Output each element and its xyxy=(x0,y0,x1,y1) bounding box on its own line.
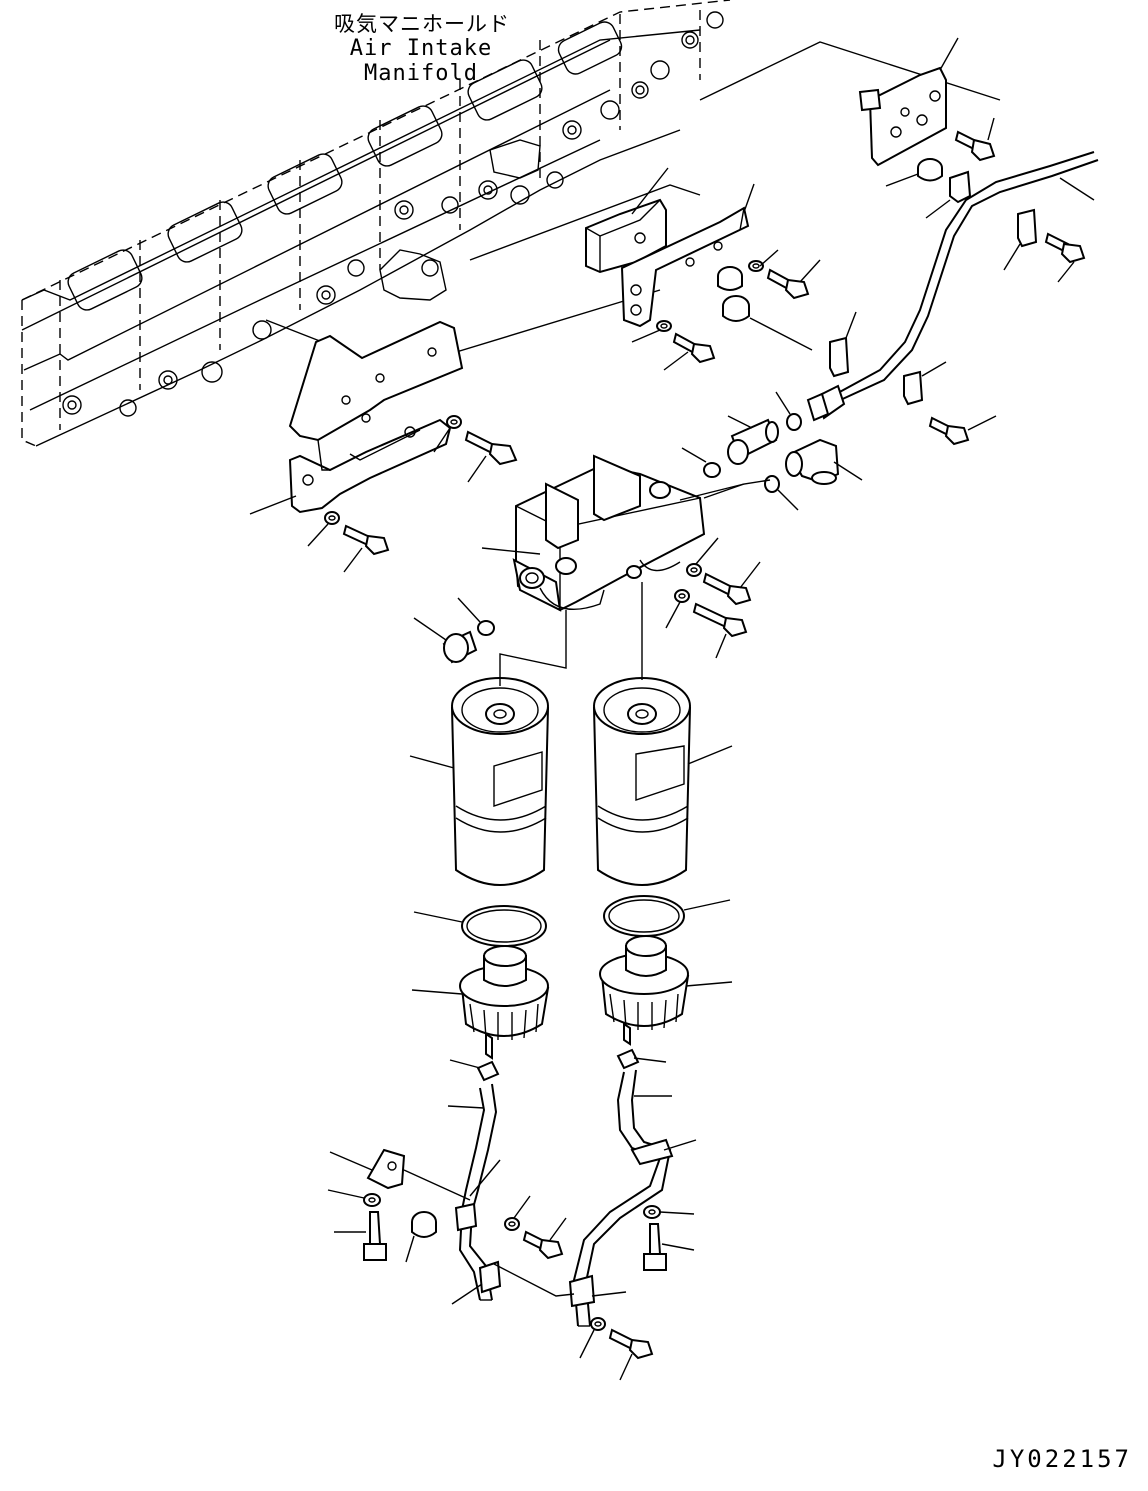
leader-line xyxy=(469,1159,501,1197)
washer xyxy=(686,537,719,577)
bracket xyxy=(620,183,755,328)
drain-hose xyxy=(568,1069,697,1327)
connector xyxy=(727,415,779,465)
bolt xyxy=(522,1217,567,1260)
fuel-filter-element xyxy=(592,677,733,886)
leader-line xyxy=(703,479,771,499)
leader-line xyxy=(429,289,661,361)
o-ring xyxy=(764,475,799,511)
bolt xyxy=(692,602,748,659)
fuel-pipe xyxy=(806,151,1099,422)
washer xyxy=(307,511,340,547)
leader-line xyxy=(499,610,567,686)
filter-bowl xyxy=(599,935,733,1046)
bracket xyxy=(329,1148,406,1190)
o-ring xyxy=(603,895,731,937)
clamp xyxy=(616,1048,667,1070)
drawing-number: JY022157 xyxy=(992,1445,1132,1473)
bolt xyxy=(643,1223,695,1271)
filter-bowl xyxy=(411,945,550,1060)
o-ring xyxy=(413,905,547,947)
manifold-label-en: Air Intake Manifold xyxy=(349,36,493,86)
spacer xyxy=(717,266,743,291)
bracket xyxy=(249,320,464,515)
o-ring xyxy=(457,597,495,636)
clamp xyxy=(829,311,857,378)
leader-line xyxy=(403,1169,471,1201)
drain-hose xyxy=(447,1083,502,1305)
washer xyxy=(643,1205,695,1219)
bolt xyxy=(334,1211,387,1261)
fuel-filter-head xyxy=(481,454,745,612)
o-ring xyxy=(681,447,721,478)
bolt xyxy=(663,332,716,371)
washer xyxy=(504,1195,531,1231)
elbow-fitting xyxy=(785,438,863,485)
leader-line xyxy=(493,1263,575,1297)
o-ring xyxy=(775,391,802,431)
bracket xyxy=(585,167,669,274)
washer xyxy=(327,1189,381,1207)
washer xyxy=(433,415,462,453)
bracket xyxy=(858,37,959,167)
leader-line xyxy=(699,41,1001,101)
clamp xyxy=(1003,208,1038,271)
bolt xyxy=(928,415,997,446)
bolt xyxy=(608,1328,654,1381)
manifold-label-jp: 吸気マニホールド xyxy=(334,12,510,36)
bolt xyxy=(464,430,518,483)
bolt xyxy=(954,117,996,162)
fuel-filter-element xyxy=(409,677,550,886)
clamp xyxy=(903,361,947,406)
spacer xyxy=(405,1211,437,1263)
engine-block-outline xyxy=(21,0,731,447)
washer xyxy=(748,249,779,272)
washer xyxy=(631,320,672,343)
bolt xyxy=(342,524,390,573)
bolt xyxy=(702,561,761,606)
spacer xyxy=(885,158,943,187)
leader-line xyxy=(469,184,701,261)
bolt xyxy=(1044,232,1086,283)
clamp xyxy=(449,1059,500,1082)
clamp xyxy=(925,170,972,219)
washer xyxy=(579,1317,606,1359)
bolt xyxy=(766,259,821,300)
plug xyxy=(413,617,478,664)
washer xyxy=(665,589,690,629)
spacer xyxy=(722,295,813,351)
